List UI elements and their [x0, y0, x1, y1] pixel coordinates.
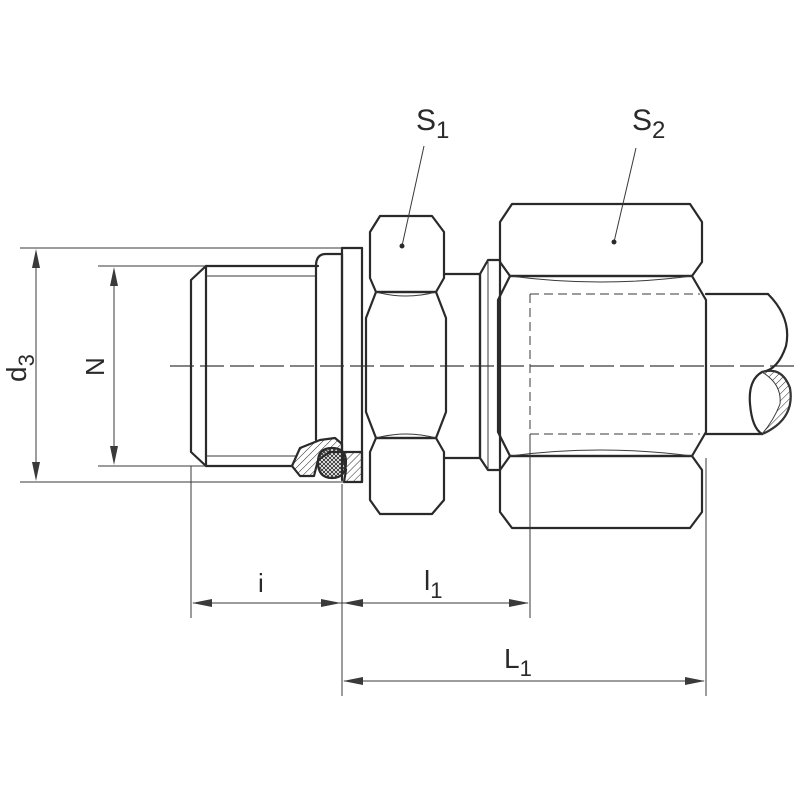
seal-section	[290, 436, 364, 484]
dimension-L1	[343, 677, 705, 685]
tube	[704, 292, 792, 436]
dimension-i-l1	[190, 434, 707, 696]
threaded-stud	[189, 264, 320, 468]
label-s2: S2	[632, 104, 665, 144]
label-d3: d3	[1, 354, 39, 382]
label-L1: L1	[504, 643, 532, 681]
leader-s2	[611, 147, 637, 245]
stud-collar	[314, 246, 364, 484]
leader-s1	[399, 145, 425, 249]
label-l1: l1	[424, 565, 442, 603]
label-s1: S1	[416, 104, 449, 144]
label-n: N	[80, 357, 110, 376]
hex-body-s1	[364, 214, 448, 516]
dimension-d3	[20, 247, 344, 483]
label-i: i	[258, 568, 264, 598]
body-neck	[442, 258, 502, 472]
union-nut-s2	[496, 202, 708, 530]
dimension-n	[98, 265, 206, 467]
